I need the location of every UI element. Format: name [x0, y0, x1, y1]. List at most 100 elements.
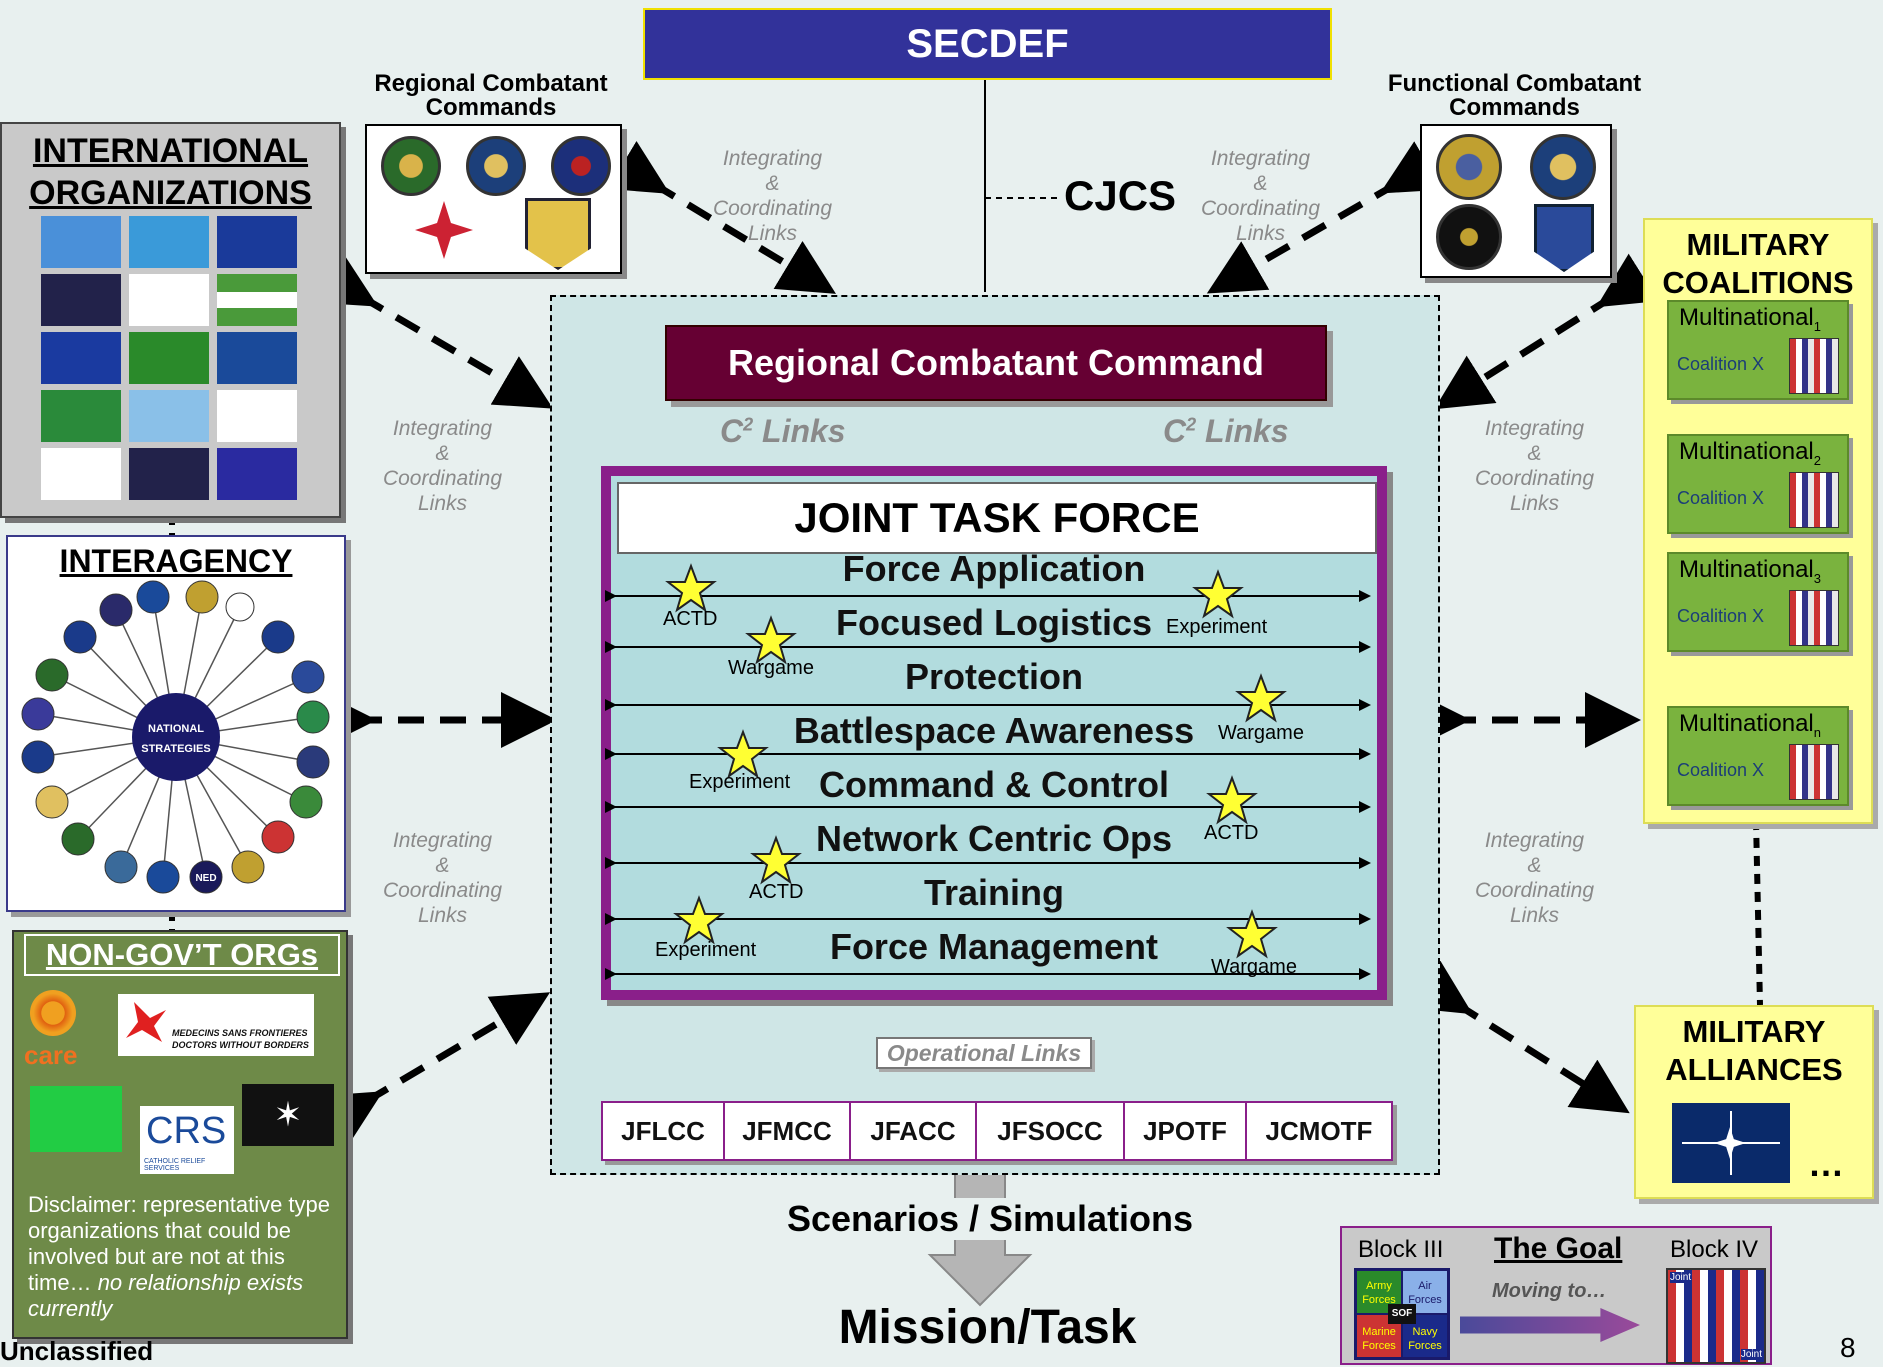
tag-wargame: Wargame — [1218, 722, 1304, 744]
links-label-top-left-line2: & — [765, 172, 780, 195]
agency-seal-icon — [261, 820, 295, 854]
intl-orgs-box: INTERNATIONAL ORGANIZATIONS — [0, 122, 341, 518]
national-strategies-hub — [132, 693, 220, 781]
star-icon — [1192, 569, 1244, 619]
ned-seal-icon — [189, 860, 223, 894]
flags-mosaic-icon — [1789, 338, 1839, 394]
commonwealth-flag-icon — [129, 448, 209, 500]
functional-cc-seals-box — [1420, 124, 1612, 278]
nato-flag-icon — [1672, 1103, 1790, 1183]
joint-forces-command-seal-icon — [1534, 204, 1594, 272]
hub-text-1: NATIONAL — [148, 723, 204, 735]
links-label-mid-right-upper-line2: & — [1527, 442, 1542, 465]
regional-cc-seals-box — [365, 124, 622, 274]
component-jpotf: JPOTF — [1125, 1103, 1247, 1159]
goal-box: Block III The Goal Block IV Moving to… A… — [1340, 1226, 1772, 1365]
links-label-mid-right-lower-line4: Links — [1509, 904, 1560, 927]
links-label-mid-left-lower-line1: Integrating — [392, 829, 493, 852]
interagency-title: INTERAGENCY — [59, 543, 293, 579]
tag-experiment: Experiment — [1166, 616, 1268, 638]
secdef-box: SECDEF — [643, 8, 1332, 80]
ecowas-flag-icon — [129, 274, 209, 326]
jtf-row-command-control: Command & Control — [819, 764, 1169, 805]
msf-text-1: MEDECINS SANS FRONTIERES — [172, 1028, 308, 1038]
gcc-flag-icon — [41, 390, 121, 442]
links-label-top-left-line1: Integrating — [722, 147, 823, 170]
c2-sup-left: 2 — [743, 414, 754, 435]
multinational-2: Multinational2 Coalition X — [1667, 434, 1849, 534]
functional-cc-title-line2: Commands — [1449, 94, 1580, 121]
ngo-disclaimer: Disclaimer: representative type organiza… — [28, 1192, 338, 1322]
crs-text: CRS — [146, 1110, 227, 1152]
functional-cc-title: Functional Combatant Commands — [1372, 72, 1657, 120]
operational-links-label: Operational Links — [876, 1037, 1092, 1069]
c2-prefix-right: C — [1163, 413, 1187, 449]
asean-flag-icon — [41, 332, 121, 384]
links-label-mid-right-lower-line2: & — [1527, 854, 1542, 877]
multinational-3-coalition: Coalition X — [1677, 606, 1765, 626]
links-label-mid-left-lower-line3: Coordinating — [382, 879, 503, 902]
forum-flag-icon — [217, 332, 297, 384]
ngo-disclaimer-text: Disclaimer: representative type organiza… — [28, 1192, 331, 1295]
links-label-mid-left-upper-line2: & — [435, 442, 450, 465]
links-label-top-right-line4: Links — [1235, 222, 1286, 245]
tag-actd: ACTD — [1204, 822, 1259, 844]
agency-seal-icon — [289, 785, 323, 819]
jtf-row-force-application: Force Application — [842, 548, 1146, 589]
c2-links-left-text: Links — [762, 413, 846, 449]
agency-seal-icon — [104, 850, 138, 884]
tag-actd: ACTD — [663, 608, 718, 630]
star-icon — [750, 835, 802, 885]
jtf-rows: Force Application Focused Logistics Prot… — [601, 466, 1387, 1000]
links-label-mid-left-lower-line4: Links — [417, 904, 468, 927]
multinational-1-title: Multinational1 — [1679, 304, 1821, 334]
coalitions-title: MILITARY COALITIONS — [1645, 226, 1871, 302]
tag-experiment: Experiment — [689, 771, 791, 793]
sof-cell: SOF — [1388, 1304, 1416, 1324]
links-label-mid-right-upper-line1: Integrating — [1484, 417, 1585, 440]
multinational-n-label: Multinational — [1679, 710, 1814, 737]
component-jcmotf: JCMOTF — [1265, 1115, 1373, 1146]
agency-seal-icon — [61, 822, 95, 856]
red-cross-flag-icon — [41, 448, 121, 500]
flags-mosaic-icon — [1789, 590, 1839, 646]
links-label-mid-right-upper-line4: Links — [1509, 492, 1560, 515]
links-label-mid-left-upper-line4: Links — [417, 492, 468, 515]
component-jflcc: JFLCC — [603, 1103, 725, 1159]
agency-seal-icon — [63, 620, 97, 654]
alliances-box: MILITARY ALLIANCES … — [1634, 1005, 1874, 1199]
star-markers — [665, 563, 1287, 959]
maltese-cross-logo-icon: ✶ — [242, 1084, 334, 1146]
scenarios-label: Scenarios / Simulations — [770, 1198, 1210, 1240]
c2-prefix-left: C — [720, 413, 744, 449]
c2-sup-right: 2 — [1186, 414, 1197, 435]
alliances-title-line2: ALLIANCES — [1665, 1052, 1843, 1087]
special-operations-seal-icon — [1436, 204, 1502, 270]
links-label-top-left-line4: Links — [747, 222, 798, 245]
cjcs-label: CJCS — [1064, 172, 1177, 219]
ngo-network-logo-icon — [30, 1086, 122, 1152]
interagency-wheel: NATIONAL STRATEGIES NED — [21, 580, 330, 894]
jtf-row-protection: Protection — [904, 656, 1083, 697]
jtf-row-focused-logistics: Focused Logistics — [835, 602, 1153, 643]
links-label-top-right-line2: & — [1253, 172, 1268, 195]
agency-seal-icon — [291, 660, 325, 694]
goal-title: The Goal — [1494, 1232, 1623, 1265]
ngo-title: NON-GOV’T ORGs — [24, 934, 340, 976]
multinational-1-label: Multinational — [1679, 304, 1814, 331]
star-icon — [673, 895, 725, 945]
goal-arrow-icon — [1460, 1308, 1640, 1342]
tag-actd: ACTD — [749, 881, 804, 903]
multinational-3: Multinational3 Coalition X — [1667, 552, 1849, 652]
multinational-2-label: Multinational — [1679, 438, 1814, 465]
component-jfsocc: JFSOCC — [977, 1103, 1125, 1159]
agency-seal-icon — [296, 700, 330, 734]
flags-mosaic-icon — [1789, 472, 1839, 528]
marine-forces-cell: Marine Forces — [1357, 1315, 1401, 1357]
agency-seal-icon — [21, 740, 55, 774]
tag-wargame: Wargame — [1211, 956, 1297, 978]
star-icon — [1206, 775, 1258, 825]
regional-cc-title: Regional Combatant Commands — [356, 72, 626, 120]
